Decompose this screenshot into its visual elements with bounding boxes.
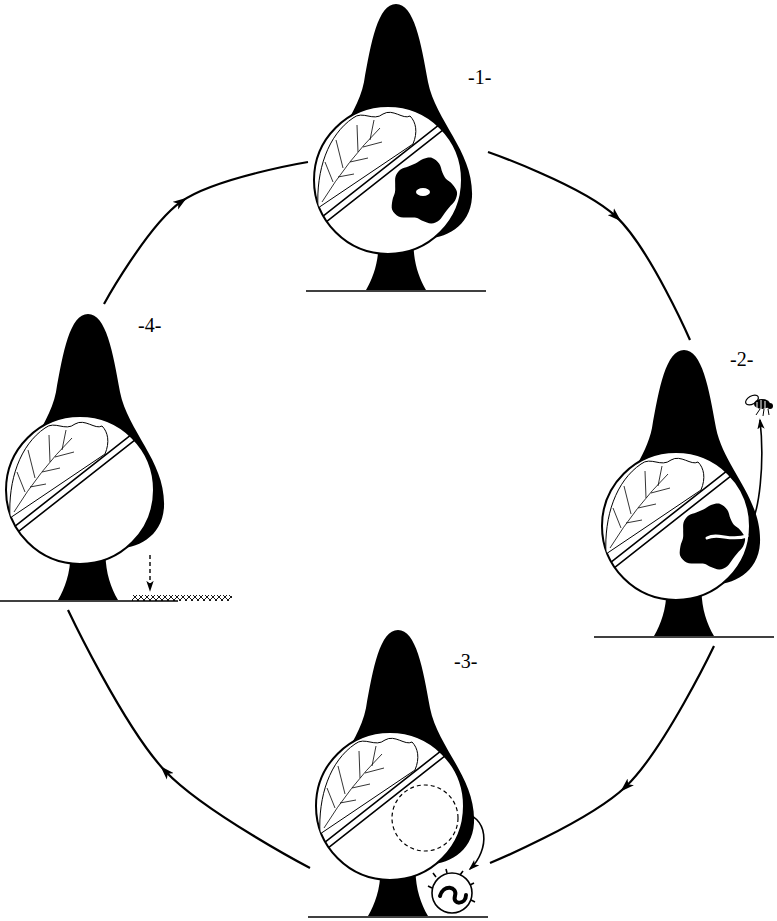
- fallen-gall: [428, 869, 475, 913]
- ground-line: [594, 636, 774, 638]
- ground-line: [306, 290, 486, 292]
- magnifier-circle: [602, 452, 750, 600]
- tree-node: -2-: [604, 348, 768, 638]
- wasp-symbol: [744, 393, 773, 416]
- stage-number: -4-: [136, 314, 163, 336]
- tree-node: -1-: [316, 2, 480, 292]
- tree-outline: [8, 312, 172, 602]
- drop-arrow: [149, 555, 150, 590]
- magnifier-circle: [316, 732, 464, 880]
- magnifier-circle: [6, 416, 154, 564]
- cycle-arrow: [490, 646, 714, 863]
- tree-outline: [316, 2, 480, 292]
- ground-line: [0, 600, 178, 602]
- stage-number: -1-: [466, 66, 493, 88]
- magnifier-circle: [314, 106, 462, 254]
- ground-hatch: [132, 595, 232, 601]
- ground-line: [308, 916, 488, 918]
- tree-outline: [604, 348, 768, 638]
- stage-number: -2-: [728, 348, 755, 370]
- stage-number: -3-: [452, 650, 479, 672]
- tree-node: -4-: [8, 312, 172, 602]
- leaf-detail: [596, 452, 755, 579]
- cycle-arrow: [68, 610, 310, 868]
- leaf-detail: [308, 106, 467, 233]
- cycle-arrow: [488, 152, 690, 340]
- leaf-detail: [310, 732, 469, 859]
- tree-node: -3-: [318, 628, 482, 918]
- leaf-detail: [0, 416, 159, 543]
- cycle-arrow: [104, 162, 308, 304]
